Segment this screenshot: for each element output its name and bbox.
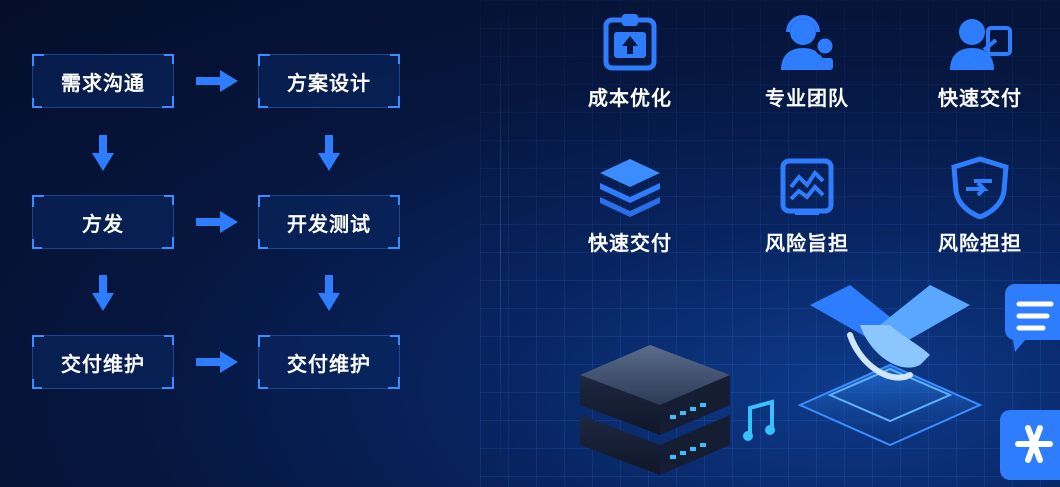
asterisk-bubble-icon [1000, 410, 1060, 480]
music-note-icon [743, 399, 775, 441]
server-stack-icon [580, 345, 730, 475]
arrow-right-icon [196, 70, 238, 92]
feature-label: 风险担担 [938, 231, 1022, 255]
arrow-down-icon [92, 275, 114, 311]
arrow-down-icon [318, 135, 340, 171]
feature-label: 快速交付 [588, 231, 672, 255]
clipboard-upload-icon [603, 14, 657, 71]
arrow-down-icon [318, 275, 340, 311]
chat-bubble-icon [1005, 284, 1060, 352]
flow-box-label: 开发测试 [287, 211, 371, 236]
flow-box-delivery-right: 交付维护 [258, 335, 400, 389]
feature-team: 专业团队 [737, 10, 877, 111]
flow-box-label: 交付维护 [287, 351, 371, 376]
feature-fast-delivery: 快速交付 [560, 155, 700, 256]
feature-label: 成本优化 [588, 86, 672, 110]
arrow-down-icon [92, 135, 114, 171]
support-agent-icon [781, 15, 836, 70]
chart-shield-icon [780, 158, 834, 215]
feature-risk: 风险旨担 [737, 155, 877, 256]
arrow-right-icon [196, 211, 238, 233]
layers-stack-icon [600, 159, 660, 217]
feature-cost: 成本优化 [560, 10, 700, 111]
divider [500, 0, 501, 487]
presenter-icon [950, 19, 1012, 70]
feature-risk-share: 风险担担 [910, 155, 1050, 256]
flow-box-delivery-left: 交付维护 [32, 335, 174, 389]
flow-box-requirements: 需求沟通 [32, 54, 174, 108]
flow-box-label: 方案设计 [287, 70, 371, 95]
feature-label: 快速交付 [938, 86, 1022, 110]
arrow-right-icon [196, 351, 238, 373]
shield-arrow-icon [951, 156, 1009, 219]
feature-label: 专业团队 [765, 86, 849, 110]
handshake-icon [797, 285, 983, 447]
feature-label: 风险旨担 [765, 231, 849, 255]
feature-delivery: 快速交付 [910, 10, 1050, 111]
flow-box-label: 交付维护 [61, 351, 145, 376]
flow-box-design: 方案设计 [258, 54, 400, 108]
flow-box-label: 方发 [82, 211, 124, 236]
flow-box-dev: 方发 [32, 195, 174, 249]
flow-box-label: 需求沟通 [61, 70, 145, 95]
flow-box-testing: 开发测试 [258, 195, 400, 249]
